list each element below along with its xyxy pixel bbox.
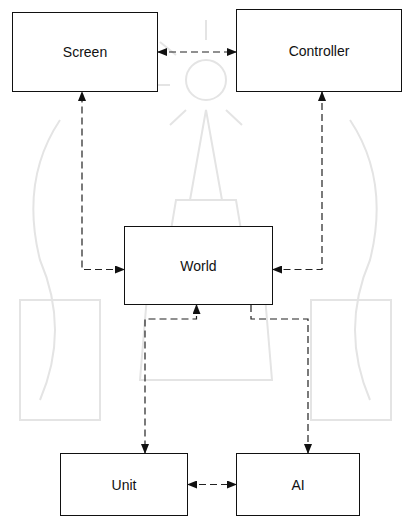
- dashed-connector: [273, 92, 322, 270]
- process-box: World: [124, 226, 273, 305]
- dashed-connector: [188, 484, 236, 485]
- dashed-connector: [158, 51, 236, 52]
- process-box: Unit: [60, 453, 188, 516]
- process-box: AI: [236, 453, 360, 516]
- process-box: Controller: [236, 9, 402, 92]
- box-label: Unit: [112, 477, 137, 493]
- dashed-connector: [145, 305, 197, 453]
- process-box: Screen: [12, 12, 158, 92]
- box-label: AI: [291, 477, 304, 493]
- dashed-connector: [82, 92, 124, 270]
- box-label: World: [180, 258, 216, 274]
- box-label: Screen: [63, 44, 107, 60]
- box-label: Controller: [289, 43, 350, 59]
- dashed-connector: [251, 305, 308, 453]
